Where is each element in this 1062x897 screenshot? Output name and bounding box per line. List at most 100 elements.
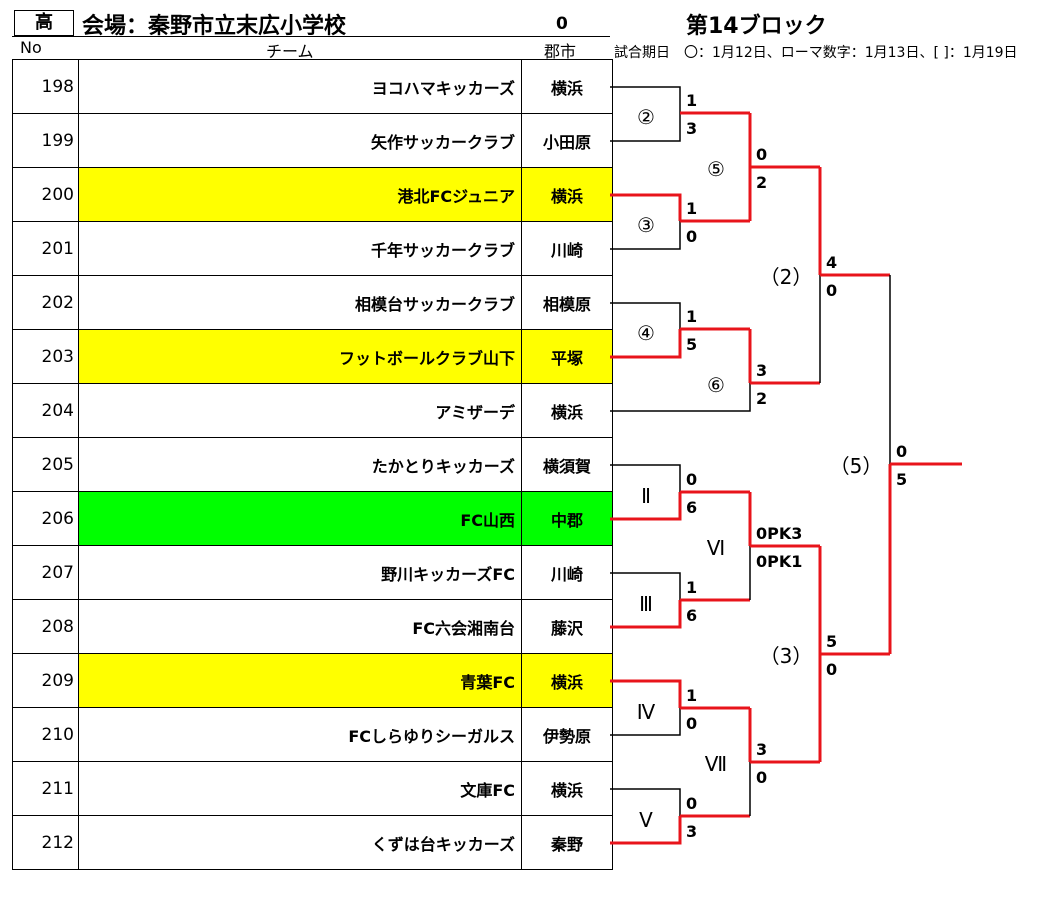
team-name: FC六会湘南台 xyxy=(78,599,522,654)
match-score-bottom: 0 xyxy=(826,281,837,300)
bracket-line xyxy=(610,679,682,708)
match-score-bottom: 2 xyxy=(756,173,767,192)
team-number: 200 xyxy=(12,167,79,222)
team-number: 205 xyxy=(12,437,79,492)
column-header-no: No xyxy=(20,38,42,57)
match-score-bottom: 3 xyxy=(686,822,697,841)
bracket-line xyxy=(610,788,681,816)
match-score-top: 0 xyxy=(896,442,907,461)
match-score-bottom: 6 xyxy=(686,498,697,517)
team-city: 平塚 xyxy=(521,329,613,384)
team-name: 千年サッカークラブ xyxy=(78,221,522,276)
match-score-top: 4 xyxy=(826,253,837,272)
match-label: Ⅲ xyxy=(639,592,653,616)
team-number: 211 xyxy=(12,761,79,816)
grade-label: 高 xyxy=(14,10,74,36)
match-score-top: 0 xyxy=(756,145,767,164)
team-city: 川崎 xyxy=(521,545,613,600)
team-city: 伊勢原 xyxy=(521,707,613,762)
match-label: ⑤ xyxy=(707,157,725,181)
column-header-city: 郡市 xyxy=(544,42,577,61)
match-score-top: 0 xyxy=(686,794,697,813)
team-name: アミザーデ xyxy=(78,383,522,438)
bracket-line xyxy=(610,600,682,629)
bracket-line xyxy=(610,302,681,329)
match-score-top: 1 xyxy=(686,307,697,326)
header-count: 0 xyxy=(556,14,568,34)
match-score-top: 0 xyxy=(686,470,697,489)
team-city: 横浜 xyxy=(521,383,613,438)
bracket-line xyxy=(610,86,681,113)
team-number: 212 xyxy=(12,815,79,870)
team-number: 206 xyxy=(12,491,79,546)
team-number: 210 xyxy=(12,707,79,762)
bracket-line xyxy=(610,492,682,521)
team-number: 204 xyxy=(12,383,79,438)
team-name: FCしらゆりシーガルス xyxy=(78,707,522,762)
match-label: Ⅳ xyxy=(637,700,656,724)
match-score-top: 1 xyxy=(686,199,697,218)
team-name: たかとりキッカーズ xyxy=(78,437,522,492)
team-name: 港北FCジュニア xyxy=(78,167,522,222)
bracket-line xyxy=(610,708,681,736)
match-score-bottom: 5 xyxy=(896,470,907,489)
match-label: （2） xyxy=(760,265,813,289)
team-number: 209 xyxy=(12,653,79,708)
match-label: ④ xyxy=(637,321,655,345)
schedule-note: 試合期日 〇：1月12日、ローマ数字：1月13日、[ ]：1月19日 xyxy=(614,45,1018,61)
match-score-top: 5 xyxy=(826,632,837,651)
match-score-bottom: 0 xyxy=(686,227,697,246)
block-title: 第14ブロック xyxy=(686,14,827,39)
match-label: Ⅴ xyxy=(639,808,653,832)
match-score-top: 1 xyxy=(686,578,697,597)
team-name: くずは台キッカーズ xyxy=(78,815,522,870)
match-label: Ⅱ xyxy=(641,484,651,508)
match-label: （3） xyxy=(760,644,813,668)
team-city: 川崎 xyxy=(521,221,613,276)
match-score-top: 1 xyxy=(686,686,697,705)
bracket-line xyxy=(610,221,681,250)
match-score-top: 1 xyxy=(686,91,697,110)
team-city: 中郡 xyxy=(521,491,613,546)
match-label: ② xyxy=(637,105,655,129)
match-label: Ⅶ xyxy=(705,752,727,776)
match-score-top: 0PK3 xyxy=(756,524,802,543)
team-name: フットボールクラブ山下 xyxy=(78,329,522,384)
team-city: 横浜 xyxy=(521,167,613,222)
header-divider xyxy=(12,36,610,37)
team-number: 198 xyxy=(12,59,79,114)
team-name: 相模台サッカークラブ xyxy=(78,275,522,330)
bracket-line xyxy=(610,113,681,142)
match-score-bottom: 0PK1 xyxy=(756,552,802,571)
match-score-top: 3 xyxy=(756,740,767,759)
venue-title: 会場：秦野市立末広小学校 xyxy=(82,14,347,39)
bracket-line xyxy=(610,193,682,221)
match-score-bottom: 0 xyxy=(686,714,697,733)
team-number: 203 xyxy=(12,329,79,384)
bracket-line xyxy=(610,464,681,492)
team-name: 野川キッカーズFC xyxy=(78,545,522,600)
bracket-line xyxy=(610,816,682,845)
team-city: 横須賀 xyxy=(521,437,613,492)
match-score-bottom: 0 xyxy=(826,660,837,679)
bracket-line xyxy=(610,383,751,412)
match-label: ⑥ xyxy=(707,373,725,397)
team-number: 199 xyxy=(12,113,79,168)
match-label: ③ xyxy=(637,213,655,237)
match-score-bottom: 3 xyxy=(686,119,697,138)
